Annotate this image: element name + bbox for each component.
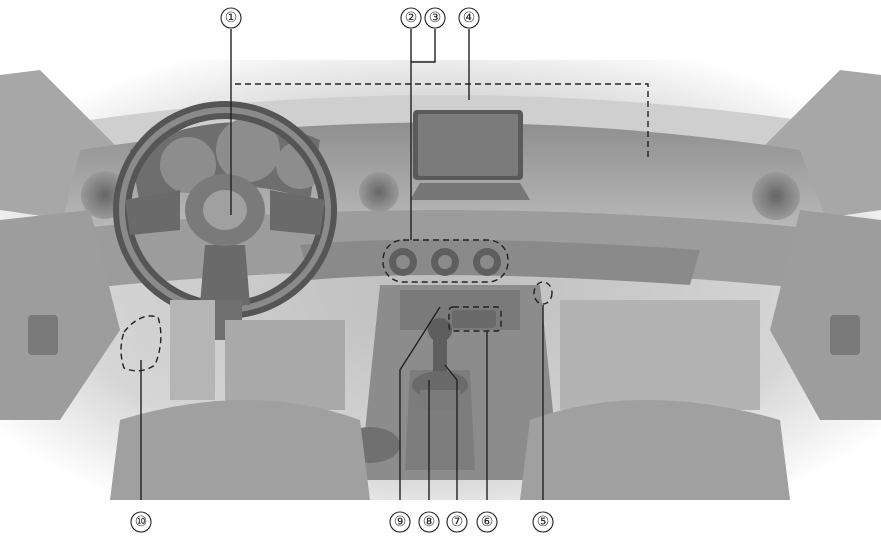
- svg-text:⑩: ⑩: [135, 514, 148, 530]
- callout-8: ⑧: [418, 511, 440, 533]
- svg-text:⑨: ⑨: [394, 514, 407, 530]
- svg-text:⑤: ⑤: [537, 514, 550, 530]
- svg-text:③: ③: [429, 10, 442, 26]
- svg-text:⑥: ⑥: [481, 514, 494, 530]
- callout-3: ③: [424, 7, 446, 29]
- callout-1: ①: [220, 7, 242, 29]
- svg-text:④: ④: [463, 10, 476, 26]
- svg-text:⑦: ⑦: [451, 514, 464, 530]
- climate-controls: [389, 248, 501, 276]
- callout-2: ②: [400, 7, 422, 29]
- instrument-cluster: [130, 118, 324, 205]
- footwell: [170, 300, 760, 410]
- callout-10: ⑩: [130, 511, 152, 533]
- callout-9: ⑨: [389, 511, 411, 533]
- door-panels: [0, 210, 881, 420]
- center-display: [410, 110, 530, 200]
- svg-text:①: ①: [225, 10, 238, 26]
- callout-4: ④: [458, 7, 480, 29]
- svg-text:⑧: ⑧: [423, 514, 436, 530]
- callout-5: ⑤: [532, 511, 554, 533]
- svg-text:②: ②: [405, 10, 418, 26]
- leader-lines: [140, 29, 544, 500]
- callout-7: ⑦: [446, 511, 468, 533]
- highlight-regions: [120, 83, 649, 372]
- callout-labels: ① ② ③ ④ ⑤ ⑥ ⑦ ⑧: [130, 7, 554, 533]
- callout-6: ⑥: [476, 511, 498, 533]
- seats: [110, 400, 790, 500]
